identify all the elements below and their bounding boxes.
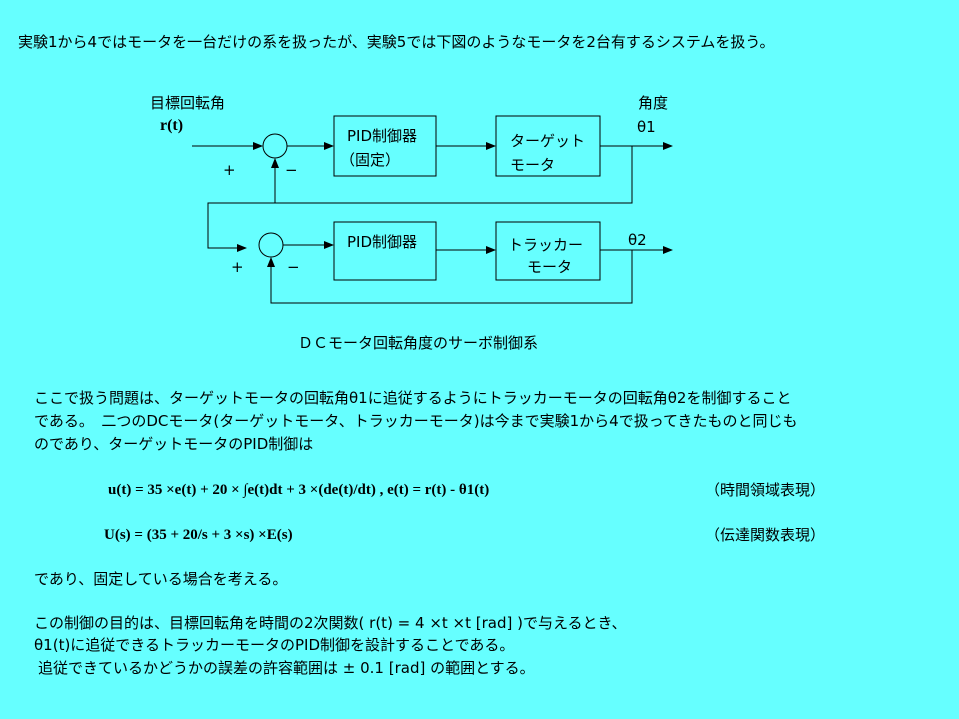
plus-sign-top: + bbox=[223, 161, 236, 179]
purpose-line-1: この制御の目的は、目標回転角を時間の2次関数( r(t) = 4 ×t ×t [… bbox=[34, 614, 627, 632]
paragraph-line-1: ここで扱う問題は、ターゲットモータの回転角θ1に追従するようにトラッカーモータの… bbox=[34, 389, 792, 407]
pid-bottom-label: PID制御器 bbox=[347, 233, 417, 251]
purpose-line-3: 追従できているかどうかの誤差の許容範囲は ± 0.1 [rad] の範囲とする。 bbox=[38, 659, 535, 677]
intro-text: 実験1から4ではモータを一台だけの系を扱ったが、実験5では下図のようなモータを2… bbox=[18, 33, 775, 51]
purpose-line-2: θ1(t)に追従できるトラッカーモータのPID制御を設計することである。 bbox=[34, 636, 515, 654]
target-motor-label-2: モータ bbox=[510, 156, 555, 174]
output-angle-label: 角度 bbox=[638, 94, 668, 112]
target-motor-label-1: ターゲット bbox=[510, 132, 585, 150]
minus-sign-top: − bbox=[285, 161, 298, 179]
tracker-motor-block bbox=[495, 221, 601, 281]
paragraph-line-2: である。 二つのDCモータ(ターゲットモータ、トラッカーモータ)は今まで実験1か… bbox=[34, 412, 798, 430]
input-signal-label: r(t) bbox=[160, 117, 183, 134]
plus-sign-bottom: + bbox=[231, 258, 244, 276]
paragraph-line-3: のであり、ターゲットモータのPID制御は bbox=[34, 435, 314, 453]
time-domain-equation: u(t) = 35 ×e(t) + 20 × ∫e(t)dt + 3 ×(de(… bbox=[108, 482, 490, 498]
pid-top-fixed-label: （固定） bbox=[340, 151, 400, 169]
time-domain-note: （時間領域表現） bbox=[705, 481, 826, 499]
tracker-motor-label-1: トラッカー bbox=[508, 236, 583, 254]
transfer-function-equation: U(s) = (35 + 20/s + 3 ×s) ×E(s) bbox=[104, 527, 293, 543]
transfer-function-note: （伝達関数表現） bbox=[705, 526, 826, 544]
diagram-caption: ＤＣモータ回転角度のサーボ制御系 bbox=[298, 334, 539, 352]
theta2-feedback-line bbox=[267, 250, 633, 304]
theta1-feedback-line bbox=[207, 146, 633, 252]
theta2-label: θ2 bbox=[628, 231, 647, 249]
minus-sign-bottom: − bbox=[287, 258, 300, 276]
input-label: 目標回転角 bbox=[150, 94, 225, 112]
theta1-label: θ1 bbox=[637, 118, 656, 136]
summing-junction-bottom bbox=[258, 232, 284, 258]
pid-top-label: PID制御器 bbox=[347, 127, 417, 145]
summing-junction-top bbox=[262, 133, 288, 159]
tracker-motor-label-2: モータ bbox=[527, 258, 572, 276]
block-diagram: 目標回転角 r(t) + − + − PID制御器 （固定） ターゲット モータ… bbox=[150, 94, 673, 304]
fixed-note: であり、固定している場合を考える。 bbox=[34, 570, 288, 588]
pid-controller-bottom-block bbox=[333, 221, 437, 281]
